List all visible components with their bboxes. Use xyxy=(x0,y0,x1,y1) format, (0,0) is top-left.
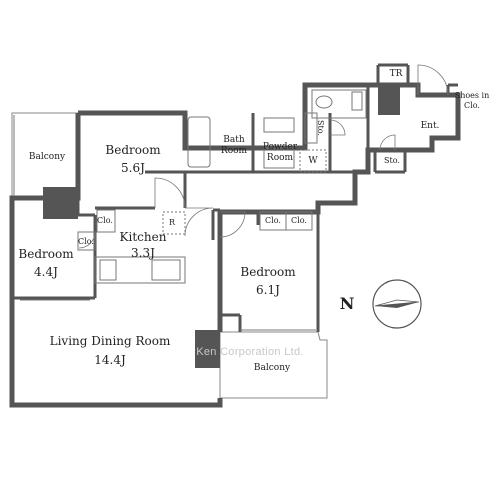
structural-pillar xyxy=(195,330,220,368)
storage-lower-label: Sto. xyxy=(384,156,400,165)
structural-pillar xyxy=(43,187,78,219)
closet-kitchen xyxy=(96,209,116,233)
door-swing xyxy=(219,211,246,238)
storage-upper-label: Sto. xyxy=(316,120,325,136)
fridge-label: R xyxy=(169,218,176,227)
sink xyxy=(99,259,117,281)
powder-label-1: Powder xyxy=(263,142,298,152)
door-swing xyxy=(379,134,396,151)
entrance-door xyxy=(417,64,449,96)
toilet-room-fixtures xyxy=(311,89,367,119)
bedroom-right-size: 6.1J xyxy=(256,283,280,297)
vanity xyxy=(263,117,295,133)
stove xyxy=(151,259,181,281)
powder-sink xyxy=(263,147,295,169)
entrance-label: Ent. xyxy=(421,121,440,131)
door-swing xyxy=(154,177,186,209)
shoes-label-2: Clo. xyxy=(464,101,480,110)
powder-label-2: Room xyxy=(267,153,294,163)
bedroom-right-name: Bedroom xyxy=(240,265,296,279)
bedroom-top-size: 5.6J xyxy=(121,161,145,175)
watermark: Ken Corporation Ltd. xyxy=(196,346,304,358)
kitchen-size: 3.3J xyxy=(131,246,155,260)
compass: N xyxy=(340,279,422,329)
bath-label-1: Bath xyxy=(223,135,245,145)
storage-upper xyxy=(304,112,318,144)
washer-label: W xyxy=(308,156,318,166)
closet-kitchen-label: Clo. xyxy=(97,216,113,225)
closet-right-1-label: Clo. xyxy=(265,216,281,225)
compass-ring xyxy=(372,279,422,329)
bedroom-top-name: Bedroom xyxy=(105,143,161,157)
bedroom-left-name: Bedroom xyxy=(18,247,74,261)
bath-label-2: Room xyxy=(221,146,248,156)
toilet-icon xyxy=(315,95,333,109)
kitchen-name: Kitchen xyxy=(120,230,167,244)
tr-label: TR xyxy=(390,69,403,79)
closet-right-2-label: Clo. xyxy=(291,216,307,225)
closet-left-label: Clo. xyxy=(78,237,94,246)
door-swing xyxy=(184,207,214,237)
living-size: 14.4J xyxy=(94,353,126,367)
closet-left xyxy=(77,231,96,251)
compass-cross-icon xyxy=(390,290,404,318)
balcony-left-label: Balcony xyxy=(29,152,66,162)
north-label: N xyxy=(340,294,355,313)
kitchen-counter xyxy=(94,256,186,284)
balcony-bottom-label: Balcony xyxy=(254,363,291,373)
washer-space xyxy=(299,149,327,173)
structural-pillar xyxy=(378,85,400,115)
living-name: Living Dining Room xyxy=(50,334,171,348)
toilet-sink xyxy=(351,91,363,111)
door-swing xyxy=(78,231,96,249)
shoes-label-1: Shoes in xyxy=(455,91,490,100)
bedroom-left-size: 4.4J xyxy=(34,265,58,279)
compass-needle-icon xyxy=(375,302,419,308)
balcony-left-area xyxy=(11,112,79,199)
bathtub xyxy=(187,116,211,168)
door-swing xyxy=(329,119,346,136)
exterior-wall-west xyxy=(9,113,223,408)
refrigerator-space xyxy=(162,211,186,235)
